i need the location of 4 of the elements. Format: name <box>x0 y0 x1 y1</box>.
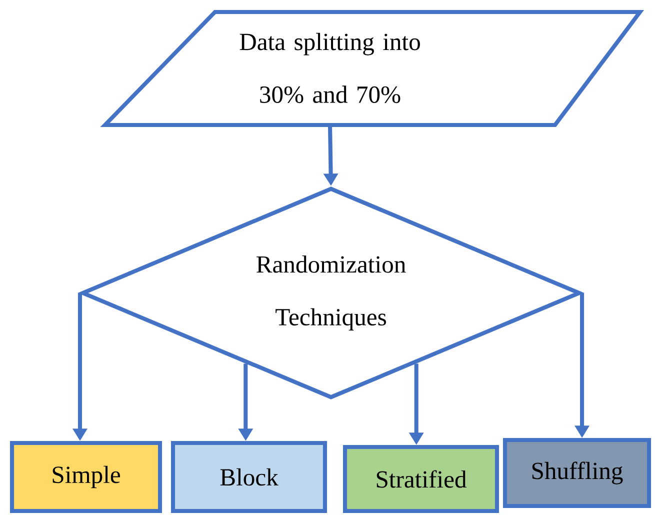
process-box: Shuffling <box>502 438 652 508</box>
process-box: Block <box>170 441 328 514</box>
process-box: Simple <box>10 441 162 514</box>
process-box: Stratified <box>342 444 500 514</box>
